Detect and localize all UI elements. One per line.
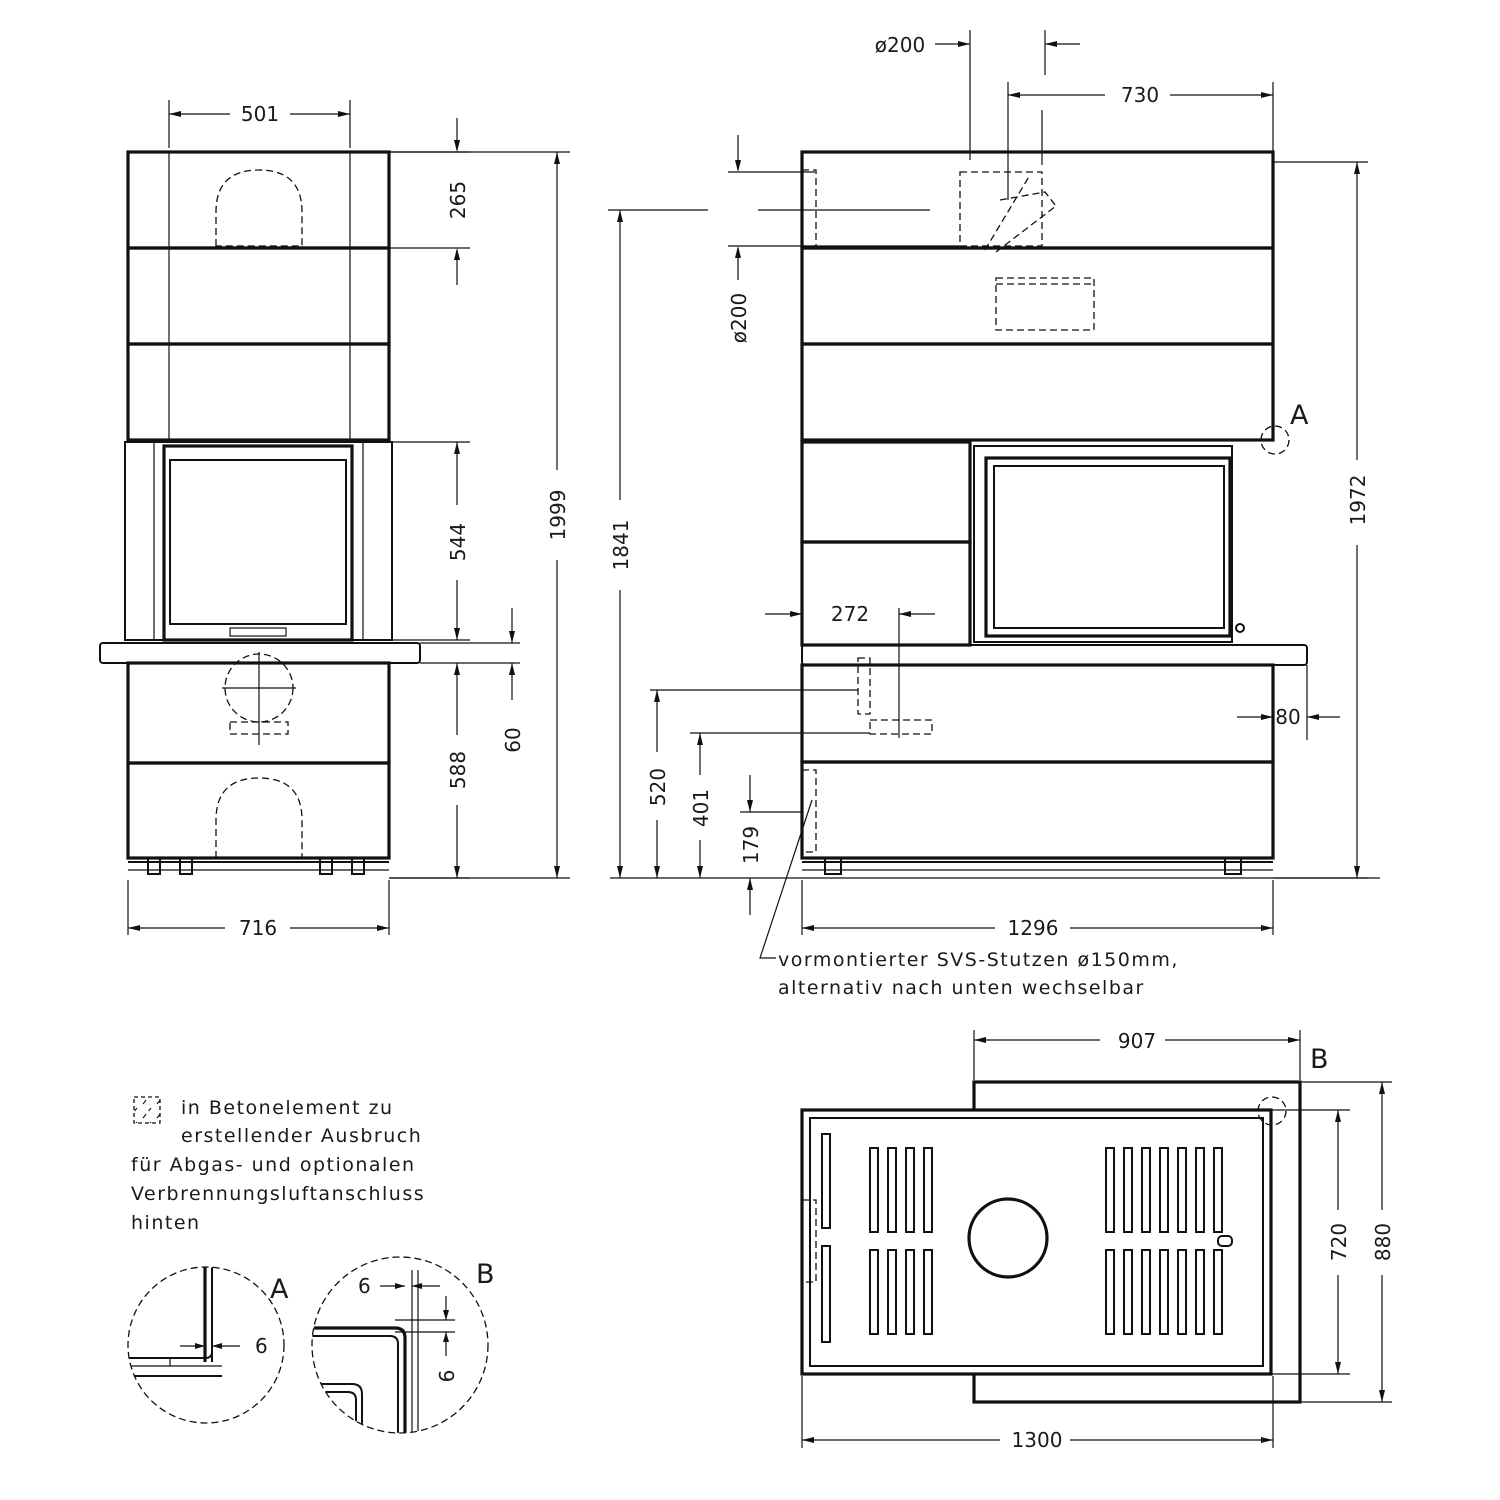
dim-1972: 1972 [1346, 475, 1370, 526]
detail-b-label: B [476, 1259, 495, 1290]
dim-1841: 1841 [609, 520, 633, 571]
top-view: B 907 720 880 1300 [800, 1029, 1395, 1452]
dim-544: 544 [446, 523, 470, 561]
detail-b-dim-h: 6 [358, 1274, 371, 1298]
legend: in Betonelement zu erstellender Ausbruch… [131, 1096, 425, 1234]
label-b-top: B [1310, 1044, 1329, 1075]
top-vent-slots-right [1105, 1147, 1223, 1335]
detail-a-marker [1260, 425, 1290, 455]
detail-b-circle [311, 1256, 489, 1434]
side-upper-block [800, 246, 1275, 346]
front-shelf [99, 642, 421, 664]
dim-1296: 1296 [1008, 916, 1059, 940]
dim-60: 60 [501, 727, 525, 752]
dim-520: 520 [646, 768, 670, 806]
side-firebox-upper [800, 440, 972, 544]
detail-a-label: A [270, 1274, 289, 1305]
side-glass-outer [984, 456, 1232, 638]
dim-179: 179 [739, 826, 763, 864]
dim-1300: 1300 [1012, 1428, 1063, 1452]
dim-401: 401 [689, 789, 713, 827]
dim-501: 501 [241, 102, 279, 126]
top-vent-slots-left [821, 1133, 933, 1343]
front-mid-block [126, 342, 391, 442]
side-shelf [801, 644, 1308, 666]
side-firebox-lower [800, 540, 972, 647]
legend-line-2: erstellender Ausbruch [181, 1125, 422, 1147]
dim-907: 907 [1118, 1029, 1156, 1053]
front-window-frame [162, 444, 354, 642]
side-lower-block [800, 663, 1275, 764]
dim-720: 720 [1327, 1223, 1351, 1261]
top-flue-outlet [967, 1197, 1049, 1279]
svs-note-line-1: vormontierter SVS-Stutzen ø150mm, [778, 949, 1179, 971]
detail-b: 6 6 B [311, 1256, 495, 1434]
detail-b-dim-v: 6 [435, 1370, 459, 1383]
dim-265: 265 [446, 181, 470, 219]
side-flue-elbow [959, 171, 1043, 247]
legend-line-3: für Abgas- und optionalen [131, 1154, 416, 1176]
front-glass [169, 459, 347, 625]
dim-730: 730 [1121, 83, 1159, 107]
legend-line-1: in Betonelement zu [181, 1097, 394, 1119]
front-flue-opening [215, 169, 303, 247]
detail-a: 6 A [127, 1266, 289, 1424]
dim-272: 272 [831, 602, 869, 626]
side-window-frame [973, 445, 1233, 643]
side-view: A ø200 730 ø200 1841 [608, 30, 1380, 999]
front-view: 501 265 544 60 588 [99, 100, 570, 940]
side-glass [993, 465, 1225, 629]
side-mid-block [800, 342, 1275, 442]
dim-80: 80 [1275, 705, 1300, 729]
side-flue-pipe [995, 277, 1095, 331]
legend-line-4: Verbrennungsluftanschluss [131, 1183, 425, 1205]
dim-880: 880 [1371, 1223, 1395, 1261]
dim-flue-diameter-side: ø200 [727, 293, 751, 343]
dim-flue-diameter-top: ø200 [875, 33, 925, 57]
detail-b-marker [1257, 1096, 1287, 1126]
dim-716: 716 [239, 916, 277, 940]
legend-line-5: hinten [131, 1212, 201, 1234]
hatch-swatch [133, 1096, 161, 1124]
front-base-opening [215, 777, 303, 859]
side-base-block [800, 760, 1275, 860]
label-a-side: A [1290, 400, 1309, 431]
front-base-block [126, 761, 391, 860]
side-top-block [800, 150, 1275, 250]
dim-588: 588 [446, 751, 470, 789]
svs-note-line-2: alternativ nach unten wechselbar [778, 977, 1145, 999]
dim-1999: 1999 [546, 490, 570, 541]
detail-a-dim: 6 [255, 1334, 268, 1358]
